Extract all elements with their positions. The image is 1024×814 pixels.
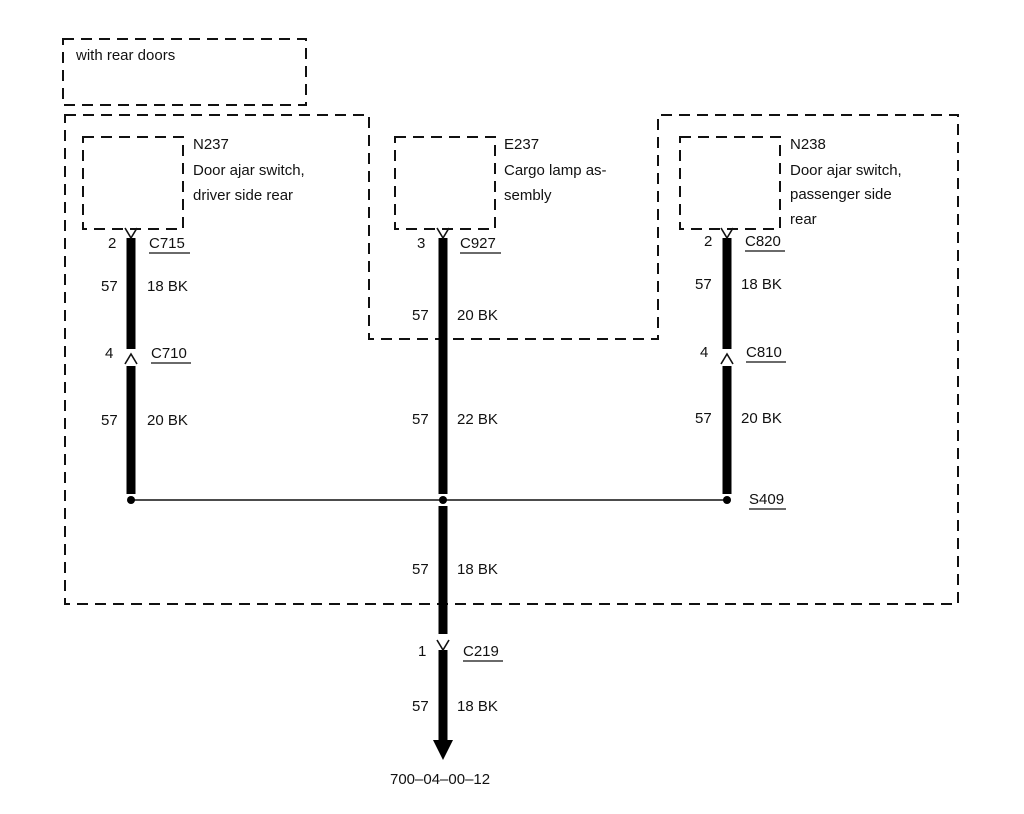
driver-switch-desc-line2: driver side rear [193,187,293,204]
splice-name: S409 [749,491,784,508]
passenger-switch-desc-line2: passenger side [790,186,892,203]
wire-center-upper-spec: 20 BK [457,307,498,324]
wire-trunk-upper-circuit: 57 [412,561,429,578]
wire-left-lower-circuit: 57 [101,412,118,429]
c810-pin: 4 [700,344,708,361]
driver-switch-desc-line1: Door ajar switch, [193,162,305,179]
wire-right-upper-circuit: 57 [695,276,712,293]
wire-trunk-lower-circuit: 57 [412,698,429,715]
wire-trunk-upper-spec: 18 BK [457,561,498,578]
wire-left-upper-circuit: 57 [101,278,118,295]
passenger-switch-desc-line1: Door ajar switch, [790,162,902,179]
connector-c820-symbol [720,227,734,240]
passenger-switch-desc-line3: rear [790,211,817,228]
splice-node-left [127,496,135,504]
ground-arrow [433,740,453,760]
connector-c810-symbol [720,352,734,365]
splice-node-center [439,496,447,504]
driver-switch-box [82,136,184,230]
cargo-lamp-box [394,136,496,230]
cargo-lamp-desc-line1: Cargo lamp as- [504,162,607,179]
c715-name: C715 [149,235,185,252]
wire-center-lower-spec: 22 BK [457,411,498,428]
wire-center-upper-circuit: 57 [412,307,429,324]
scope-label: with rear doors [75,47,175,64]
wire-center-lower-circuit: 57 [412,411,429,428]
figure-number: 700–04–00–12 [390,771,490,788]
wire-trunk-lower-spec: 18 BK [457,698,498,715]
connector-c219-symbol [436,639,450,652]
c820-pin: 2 [704,233,712,250]
passenger-switch-id: N238 [790,136,826,153]
wire-right-upper-spec: 18 BK [741,276,782,293]
c219-pin: 1 [418,643,426,660]
cargo-lamp-id: E237 [504,136,539,153]
c810-name: C810 [746,344,782,361]
wire-right-lower-circuit: 57 [695,410,712,427]
wire-left-lower-spec: 20 BK [147,412,188,429]
wire-left-upper-spec: 18 BK [147,278,188,295]
c710-name: C710 [151,345,187,362]
c927-pin: 3 [417,235,425,252]
driver-switch-id: N237 [193,136,229,153]
c710-pin: 4 [105,345,113,362]
c715-pin: 2 [108,235,116,252]
option-label-box [62,38,307,106]
rear-doors-boundary [64,114,959,605]
splice-node-right [723,496,731,504]
connector-c927-symbol [436,227,450,240]
c927-name: C927 [460,235,496,252]
connector-c715-symbol [124,227,138,240]
c820-name: C820 [745,233,781,250]
connector-c710-symbol [124,352,138,365]
cargo-lamp-desc-line2: sembly [504,187,552,204]
wire-right-lower-spec: 20 BK [741,410,782,427]
passenger-switch-box [679,136,781,230]
c219-name: C219 [463,643,499,660]
